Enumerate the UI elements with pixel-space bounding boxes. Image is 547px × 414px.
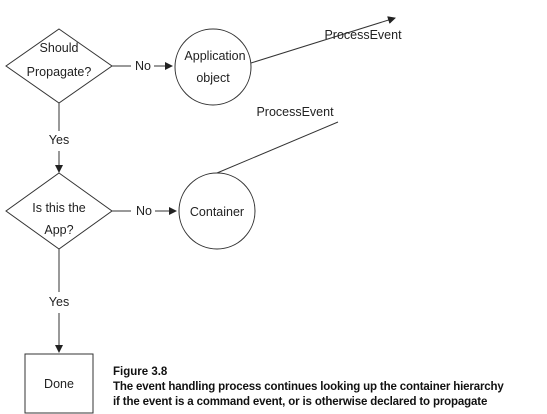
edge-no-bottom-label: No — [136, 204, 152, 218]
edge-process-event-bottom-label: ProcessEvent — [256, 105, 334, 119]
edge-yes-bottom-label: Yes — [49, 295, 69, 309]
node-done — [24, 353, 94, 414]
edge-process-event-bottom — [216, 121, 339, 174]
edge-process-event-top-label: ProcessEvent — [324, 28, 402, 42]
node-application-object — [174, 28, 252, 106]
node-container-label: Container — [190, 205, 244, 219]
decision-is-this-the-app-label-1: Is this the — [32, 201, 86, 215]
figure-caption-line-2: if the event is a command event, or is o… — [113, 396, 488, 408]
decision-is-this-the-app-label-2: App? — [44, 223, 73, 237]
decision-should-propagate-label-2: Propagate? — [27, 65, 92, 79]
node-application-object-label-2: object — [196, 71, 230, 85]
node-done-label: Done — [44, 377, 74, 391]
decision-should-propagate-label-1: Should — [40, 41, 79, 55]
edge-yes-top-label: Yes — [49, 133, 69, 147]
node-application-object-label-1: Application — [184, 49, 245, 63]
edge-no-top-label: No — [135, 59, 151, 73]
edge-process-event-top — [250, 16, 396, 64]
figure-caption-line-1: The event handling process continues loo… — [113, 381, 504, 393]
figure-caption-title: Figure 3.8 — [113, 366, 168, 378]
